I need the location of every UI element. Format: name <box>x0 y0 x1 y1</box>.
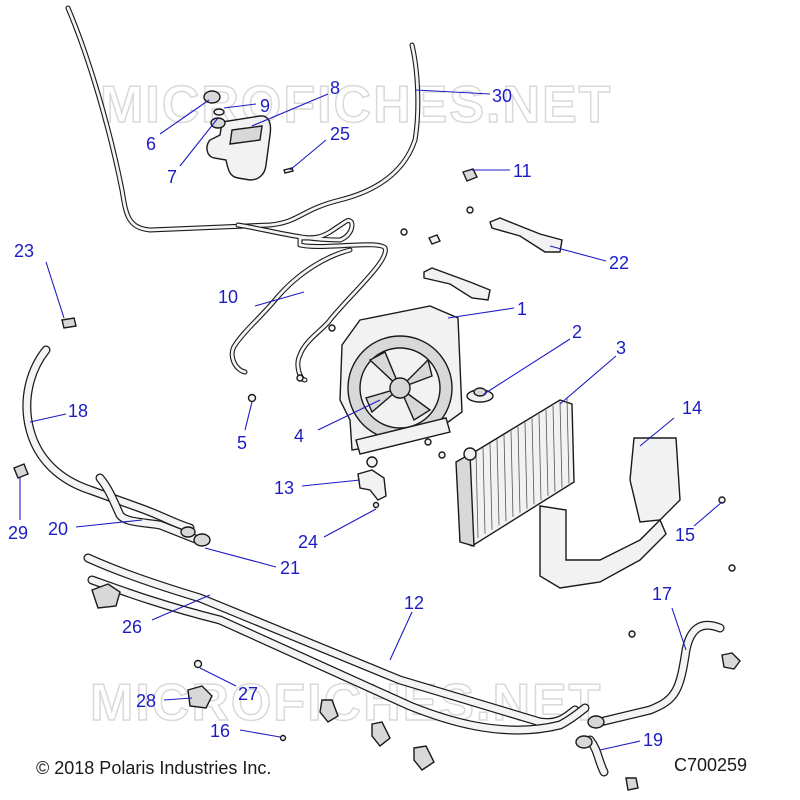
callout-28: 28 <box>136 691 156 711</box>
callout-12: 12 <box>404 593 424 613</box>
callout-5: 5 <box>237 433 247 453</box>
coolant-pipes <box>83 553 590 735</box>
grommet <box>366 456 378 468</box>
callout-3: 3 <box>616 338 626 358</box>
fan-shroud <box>339 305 463 455</box>
clamp <box>180 526 196 538</box>
callout-30: 30 <box>492 86 512 106</box>
radiator-fin <box>482 447 486 534</box>
callout-16: 16 <box>210 721 230 741</box>
callout-8: 8 <box>330 78 340 98</box>
callout-9: 9 <box>260 96 270 116</box>
callout-24: 24 <box>298 532 318 552</box>
radiator-fin <box>489 443 493 530</box>
callout-21: 21 <box>280 558 300 578</box>
callout-18: 18 <box>68 401 88 421</box>
callout-6: 6 <box>146 134 156 154</box>
callout-27: 27 <box>238 684 258 704</box>
radiator-fin <box>559 401 563 488</box>
callout-23: 23 <box>14 241 34 261</box>
air-deflector <box>539 437 681 589</box>
radiator-fin <box>566 397 570 484</box>
callout-10: 10 <box>218 287 238 307</box>
mounts <box>91 583 741 791</box>
callout-4: 4 <box>294 426 304 446</box>
clamp-21 <box>193 533 211 547</box>
radiator-fin <box>503 435 507 522</box>
copyright-notice: © 2018 Polaris Industries Inc. <box>36 758 272 778</box>
callout-14: 14 <box>682 398 702 418</box>
radiator-fin <box>538 414 542 501</box>
callout-17: 17 <box>652 584 672 604</box>
radiator-fin <box>475 451 479 539</box>
callout-22: 22 <box>609 253 629 273</box>
hardware-clips <box>13 168 736 742</box>
hose-19 <box>585 735 609 777</box>
callout-29: 29 <box>8 523 28 543</box>
hose-18 <box>22 345 195 533</box>
hose-20 <box>95 473 203 545</box>
radiator-fin <box>496 439 500 526</box>
callout-13: 13 <box>274 478 294 498</box>
radiator-fin <box>510 430 514 518</box>
callout-11: 11 <box>513 161 532 181</box>
callout-1: 1 <box>517 299 527 319</box>
watermark-bottom: MICROFICHES.NET <box>90 674 602 732</box>
overflow-tube <box>65 5 421 233</box>
radiator-fin <box>552 405 556 492</box>
brackets <box>423 217 563 301</box>
leader-lines <box>19 89 723 751</box>
callout-25: 25 <box>330 124 350 144</box>
callout-15: 15 <box>675 525 695 545</box>
hose-17 <box>595 620 725 727</box>
radiator-fin <box>524 422 528 509</box>
callout-19: 19 <box>643 730 663 750</box>
watermark-top: MICROFICHES.NET <box>100 76 612 134</box>
callout-2: 2 <box>572 322 582 342</box>
vent-line <box>229 218 388 383</box>
radiator-fin <box>545 409 549 497</box>
callout-20: 20 <box>48 519 68 539</box>
radiator-fin <box>531 418 535 505</box>
bracket-13 <box>357 469 387 501</box>
callout-7: 7 <box>167 167 177 187</box>
drawing-code: C700259 <box>674 755 748 775</box>
radiator <box>455 397 575 547</box>
coolant-reservoir <box>203 90 294 181</box>
callout-26: 26 <box>122 617 142 637</box>
callouts: 1 2 3 4 5 6 7 8 9 10 11 12 13 14 15 16 1… <box>8 78 702 750</box>
radiator-fin <box>517 426 521 513</box>
